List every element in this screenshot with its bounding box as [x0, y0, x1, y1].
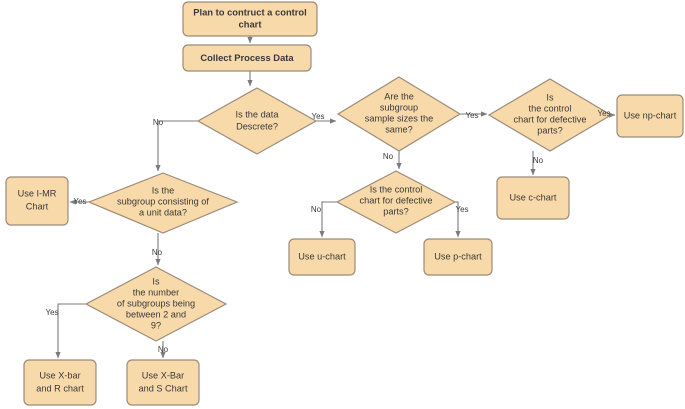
edge-label-unitdata-yes: Yes: [73, 197, 86, 206]
node-cchart-label: Use c-chart: [510, 192, 557, 202]
edge-label-discrete-no: No: [153, 118, 164, 127]
edge-defective2-to-uchart: [319, 201, 337, 238]
node-xbars-line-1: and S Chart: [138, 383, 187, 393]
node-discrete-line-0: Is the data: [236, 109, 280, 119]
node-unitdata-line-0: Is the: [152, 185, 174, 195]
edge-label-samesize-yes: Yes: [465, 111, 478, 120]
node-xbarr-line-0: Use X-bar: [39, 370, 80, 380]
edge-label-samesize-no: No: [383, 152, 394, 161]
node-is-data-discrete[interactable]: Is the data Descrete?: [196, 87, 318, 155]
edge-label-unitdata-no: No: [152, 248, 163, 257]
node-number-of-subgroups[interactable]: Is the number of subgroups being between…: [84, 266, 228, 342]
edge-numsubgroups-to-xbarr: [55, 303, 86, 359]
node-use-xbar-s-chart[interactable]: Use X-Bar and S Chart: [126, 359, 200, 406]
node-unitdata-line-1: subgroup consisting of: [117, 196, 209, 206]
node-defective2-line-2: parts?: [383, 206, 409, 216]
node-samesize-line-1: subgroup: [380, 102, 418, 112]
node-control-chart-defective-parts-2[interactable]: Is the control chart for defective parts…: [335, 170, 457, 234]
node-collect-process-data[interactable]: Collect Process Data: [182, 44, 312, 72]
node-uchart-label: Use u-chart: [298, 251, 346, 261]
node-use-np-chart[interactable]: Use np-chart: [616, 94, 684, 138]
node-defective1-line-2: chart for defective: [513, 114, 586, 124]
edge-label-defective1-no: No: [533, 156, 544, 165]
node-xbars-line-0: Use X-Bar: [142, 370, 184, 380]
node-start-line-1: chart: [239, 18, 262, 29]
node-npchart-label: Use np-chart: [624, 110, 677, 120]
node-defective1-line-0: Is: [546, 92, 554, 102]
node-start[interactable]: Plan to contruct a control chart: [182, 1, 318, 37]
node-start-line-0: Plan to contruct a control: [193, 6, 307, 17]
edge-label-defective2-yes: Yes: [455, 205, 468, 214]
connector-layer: [55, 36, 616, 359]
node-numsub-line-4: 9?: [151, 320, 161, 330]
node-layer: Plan to contruct a control chart Collect…: [5, 1, 684, 406]
node-samesize-line-0: Are the: [384, 91, 414, 101]
node-collect-label: Collect Process Data: [200, 52, 294, 63]
node-use-c-chart[interactable]: Use c-chart: [496, 176, 570, 220]
node-subgroup-sample-sizes-same[interactable]: Are the subgroup sample sizes the same?: [336, 76, 462, 152]
node-defective2-line-1: chart for defective: [359, 195, 432, 205]
node-samesize-line-2: sample sizes the: [365, 113, 433, 123]
node-imr-line-1: Chart: [26, 201, 49, 211]
edge-label-defective1-yes: Yes: [597, 109, 610, 118]
node-defective2-line-0: Is the control: [370, 184, 423, 194]
node-control-chart-defective-parts-1[interactable]: Is the control chart for defective parts…: [487, 78, 613, 152]
edge-label-discrete-yes: Yes: [311, 112, 324, 121]
edge-label-numsub-no: No: [158, 345, 169, 354]
node-unitdata-line-2: a unit data?: [139, 207, 187, 217]
node-xbarr-line-1: and R chart: [36, 383, 84, 393]
edge-discrete-to-unitdata: [155, 120, 198, 172]
node-use-imr-chart[interactable]: Use I-MR Chart: [5, 176, 69, 226]
edge-label-layer: Yes No Yes No Yes No No Yes Yes No Yes N…: [45, 109, 610, 354]
node-samesize-line-3: same?: [385, 124, 413, 134]
edge-label-numsub-yes: Yes: [45, 308, 58, 317]
node-defective1-line-3: parts?: [537, 125, 563, 135]
node-use-u-chart[interactable]: Use u-chart: [288, 238, 356, 276]
node-discrete-line-1: Descrete?: [236, 121, 278, 131]
node-pchart-label: Use p-chart: [434, 251, 482, 261]
node-subgroup-unit-data[interactable]: Is the subgroup consisting of a unit dat…: [87, 172, 239, 234]
node-numsub-line-2: of subgroups being: [117, 298, 195, 308]
node-numsub-line-3: between 2 and: [126, 309, 186, 319]
edge-label-defective2-no: No: [311, 205, 322, 214]
node-numsub-line-0: Is: [152, 276, 160, 286]
node-use-p-chart[interactable]: Use p-chart: [423, 238, 493, 276]
node-imr-line-0: Use I-MR: [18, 188, 57, 198]
node-defective1-line-1: the control: [529, 103, 572, 113]
node-use-xbar-r-chart[interactable]: Use X-bar and R chart: [23, 359, 97, 406]
node-numsub-line-1: the number: [133, 287, 179, 297]
